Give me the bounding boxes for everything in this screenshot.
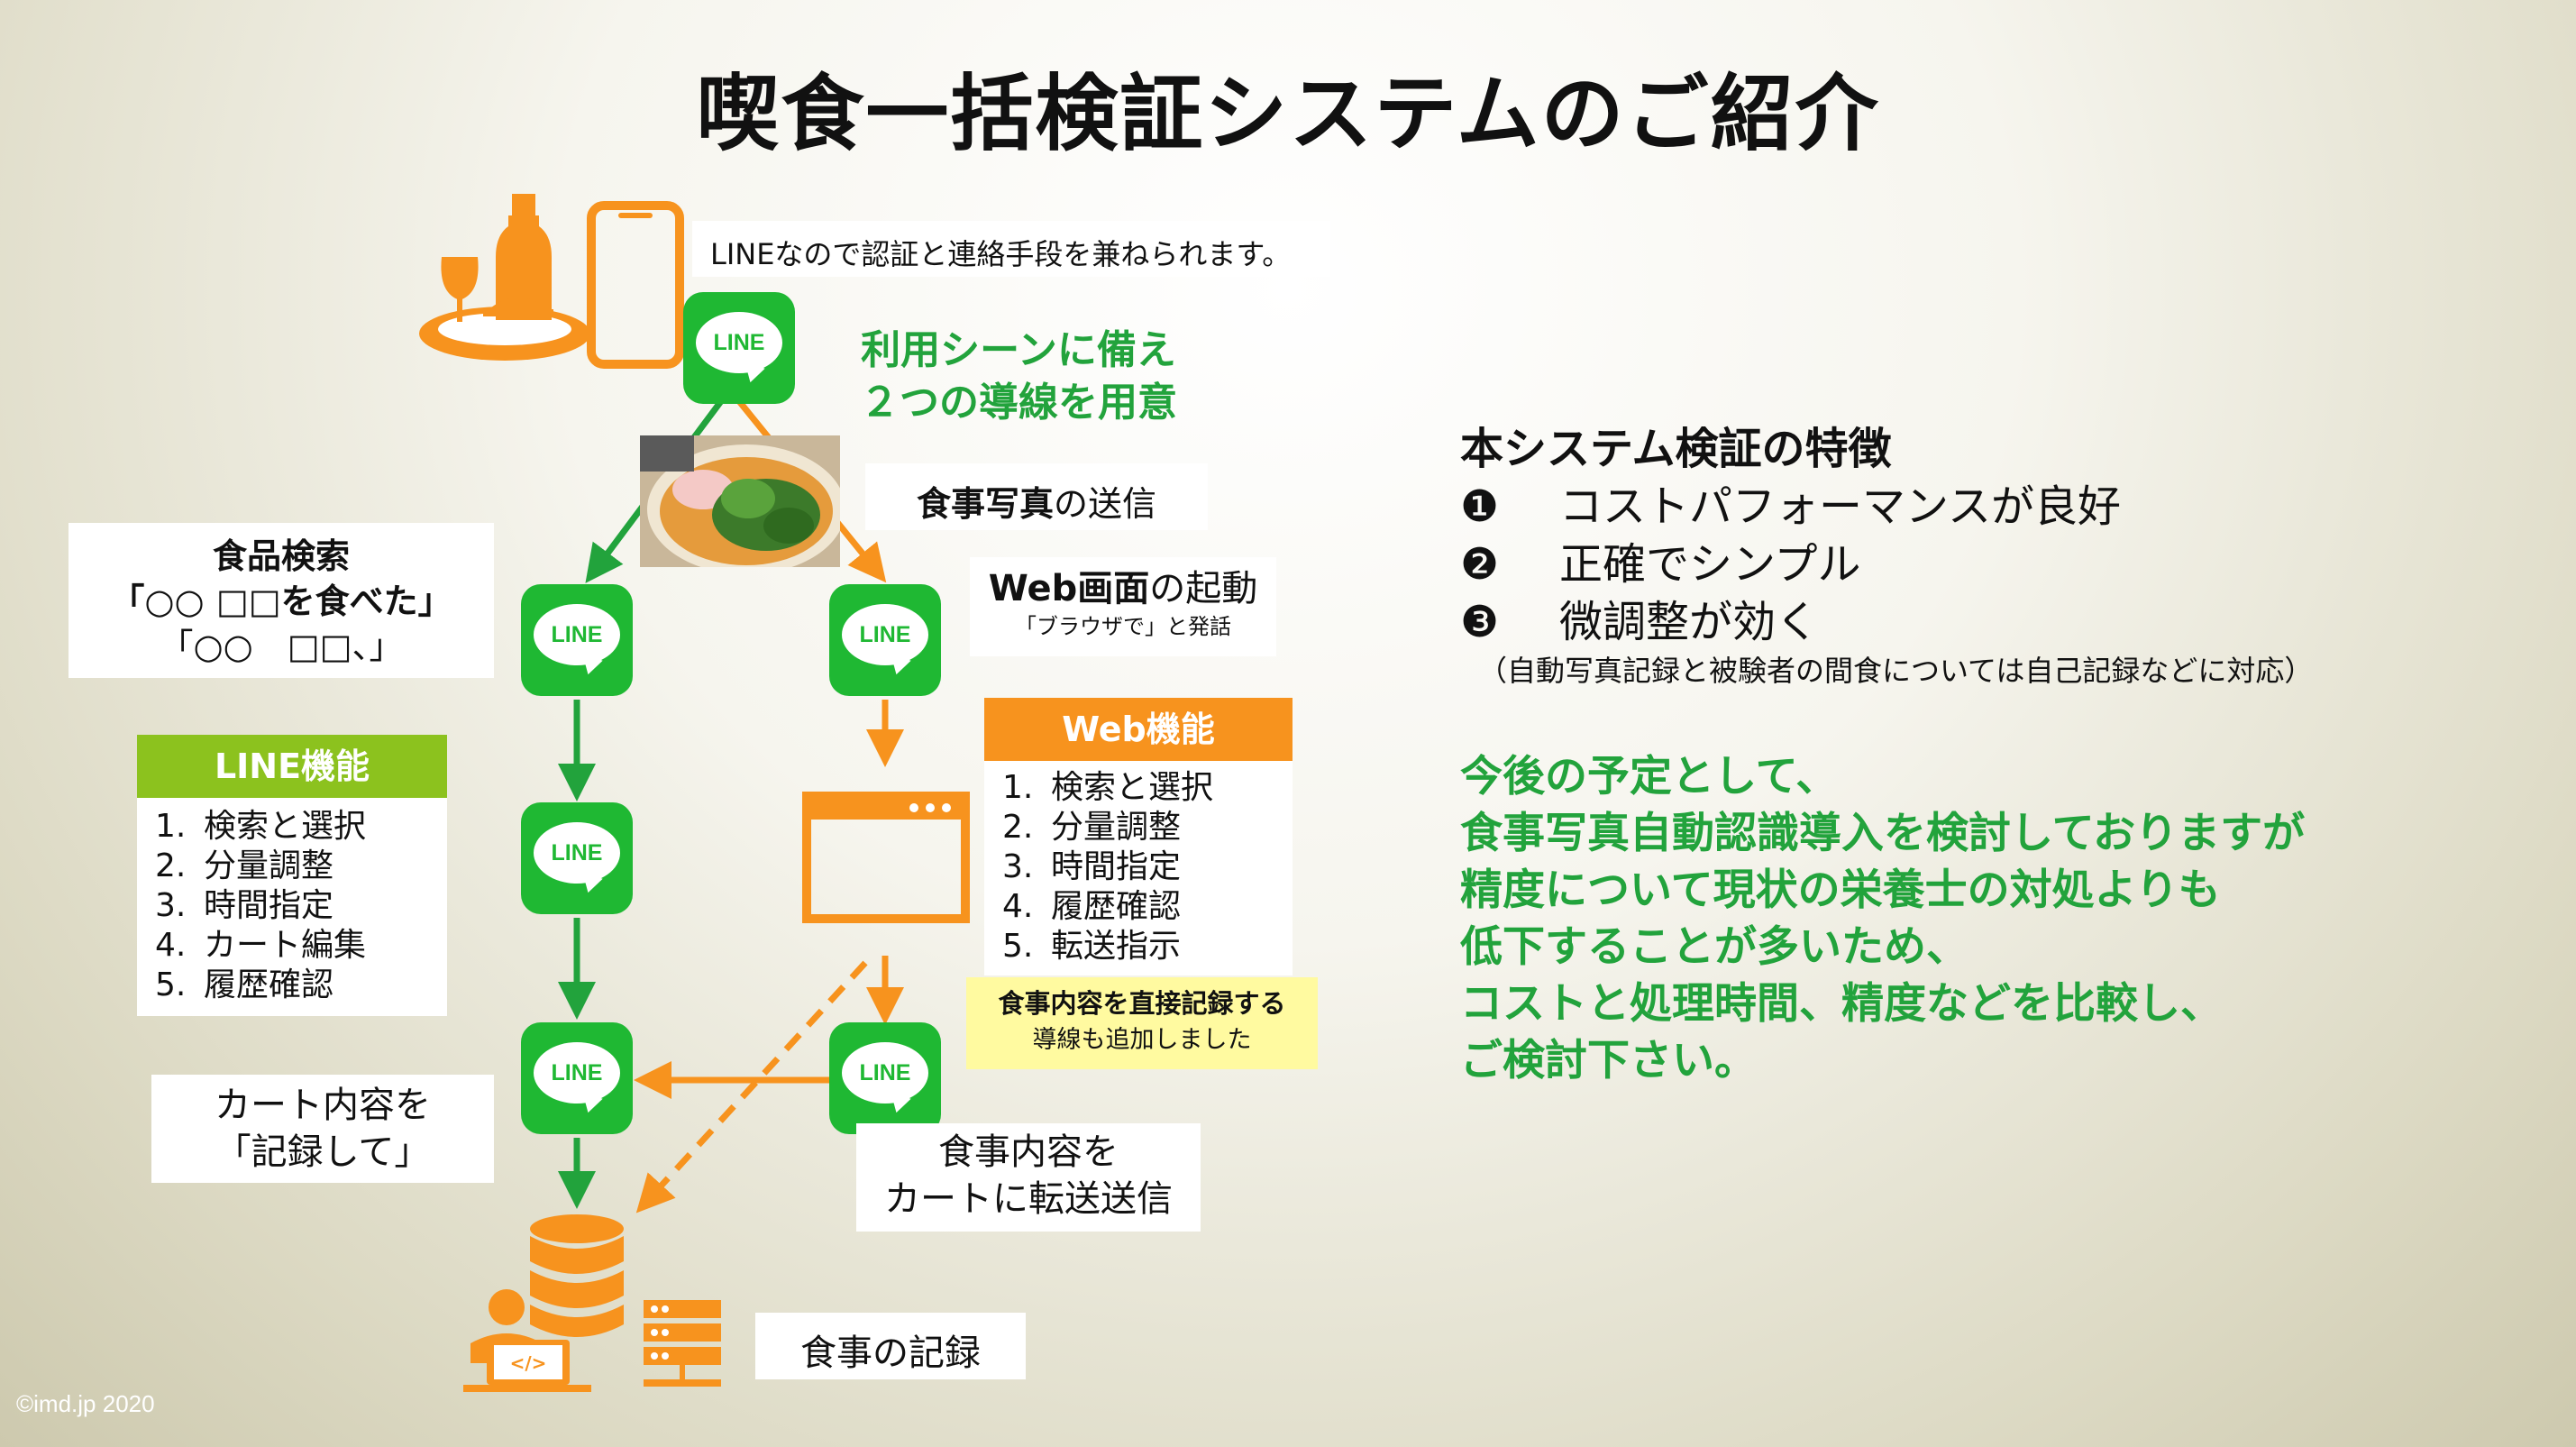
- line-features-panel: LINE機能 1.検索と選択 2.分量調整 3.時間指定 4.カート編集 5.履…: [137, 735, 447, 1016]
- list-item: 1.検索と選択: [155, 808, 367, 845]
- svg-text:</>: </>: [510, 1352, 547, 1374]
- server-rack-icon: [644, 1300, 721, 1387]
- web-launch-sub: 「ブラウザで」と発話: [1015, 614, 1231, 639]
- direct-record-line1: 食事内容を直接記録する: [998, 988, 1286, 1019]
- photo-send-bold: 食事写真: [916, 484, 1054, 524]
- arrow-dashed-direct: [635, 960, 868, 1213]
- cart-transfer-line2: カートに転送送信: [884, 1178, 1173, 1220]
- scene-note-line2: ２つの導線を用意: [860, 380, 1177, 426]
- page-title: 喫食一括検証システムのご紹介: [696, 66, 1880, 162]
- food-search-title: 食品検索: [212, 536, 350, 576]
- cart-record-line2: 「記録して」: [215, 1131, 431, 1173]
- line-app-icon-left-1: LINE: [521, 584, 633, 696]
- cart-record-box: カート内容を 「記録して」: [151, 1075, 494, 1183]
- food-photo: [640, 435, 840, 567]
- dining-tray-icon: [419, 194, 590, 361]
- food-search-box: 食品検索 「○○ □□を食べた」 「○○ □□、」: [69, 523, 494, 678]
- cart-transfer-line1: 食事内容を: [938, 1131, 1119, 1173]
- list-item: 5.履歴確認: [155, 966, 334, 1003]
- direct-record-note: 食事内容を直接記録する 導線も追加しました: [966, 977, 1318, 1069]
- future-line: 精度について現状の栄養士の対処よりも: [1460, 865, 2221, 915]
- line-app-icon-right-1: LINE: [829, 584, 941, 696]
- direct-record-line2: 導線も追加しました: [1032, 1026, 1252, 1054]
- line-app-icon-left-2: LINE: [521, 802, 633, 914]
- food-search-example1: 「○○ □□を食べた」: [110, 582, 452, 621]
- list-item: 1.検索と選択: [1002, 769, 1214, 806]
- smartphone-icon: [587, 201, 684, 369]
- developer-icon: </>: [463, 1289, 591, 1392]
- copyright: ©imd.jp 2020: [16, 1390, 155, 1417]
- web-launch-rest: の起動: [1149, 568, 1258, 609]
- future-line: 今後の予定として、: [1460, 752, 1839, 801]
- line-app-icon-right-2: LINE: [829, 1022, 941, 1134]
- list-item: 4.カート編集: [155, 927, 367, 964]
- future-plans: 今後の予定として、 食事写真自動認識導入を検討しておりますが 精度について現状の…: [1460, 748, 2542, 1089]
- features-heading: 本システム検証の特徴: [1460, 424, 1892, 474]
- cart-record-line1: カート内容を: [215, 1085, 431, 1126]
- features-note: （自動写真記録と被験者の間食については自己記録などに対応）: [1478, 654, 2314, 688]
- cart-transfer-box: 食事内容を カートに転送送信: [856, 1123, 1201, 1232]
- photo-send-label: 食事写真の送信: [865, 463, 1208, 530]
- line-app-icon-top: LINE: [683, 292, 795, 404]
- list-item: 5.転送指示: [1002, 928, 1182, 965]
- list-item: 3.時間指定: [1002, 848, 1182, 885]
- web-launch-box: Web画面の起動 「ブラウザで」と発話: [970, 557, 1276, 656]
- web-features-panel: Web機能 1.検索と選択 2.分量調整 3.時間指定 4.履歴確認 5.転送指…: [984, 698, 1293, 975]
- scene-note: 利用シーンに備え ２つの導線を用意: [829, 325, 1208, 429]
- database-icon: [530, 1214, 624, 1337]
- list-item: 3.時間指定: [155, 887, 334, 924]
- web-launch-bold: Web画面: [988, 568, 1150, 609]
- food-search-example2: 「○○ □□、」: [159, 627, 404, 666]
- web-features-list: 1.検索と選択 2.分量調整 3.時間指定 4.履歴確認 5.転送指示: [984, 761, 1293, 975]
- future-line: 食事写真自動認識導入を検討しておりますが: [1460, 809, 2306, 858]
- photo-send-rest: の送信: [1054, 484, 1157, 524]
- line-app-icon-left-3: LINE: [521, 1022, 633, 1134]
- browser-window-icon: [802, 792, 970, 923]
- list-item: 2.分量調整: [155, 847, 334, 884]
- line-features-header: LINE機能: [137, 735, 447, 798]
- web-features-header: Web機能: [984, 698, 1293, 761]
- auth-note: LINEなので認証と連絡手段を兼ねられます。: [692, 221, 1330, 277]
- future-line: ご検討下さい。: [1460, 1036, 1757, 1085]
- scene-note-line1: 利用シーンに備え: [861, 327, 1176, 373]
- line-features-list: 1.検索と選択 2.分量調整 3.時間指定 4.カート編集 5.履歴確認: [137, 798, 447, 1016]
- list-item: 4.履歴確認: [1002, 888, 1182, 925]
- meal-record-label: 食事の記録: [755, 1313, 1026, 1379]
- future-line: 低下することが多いため、: [1460, 922, 1969, 972]
- list-item: 2.分量調整: [1002, 809, 1182, 846]
- future-line: コストと処理時間、精度などを比較し、: [1460, 979, 2223, 1029]
